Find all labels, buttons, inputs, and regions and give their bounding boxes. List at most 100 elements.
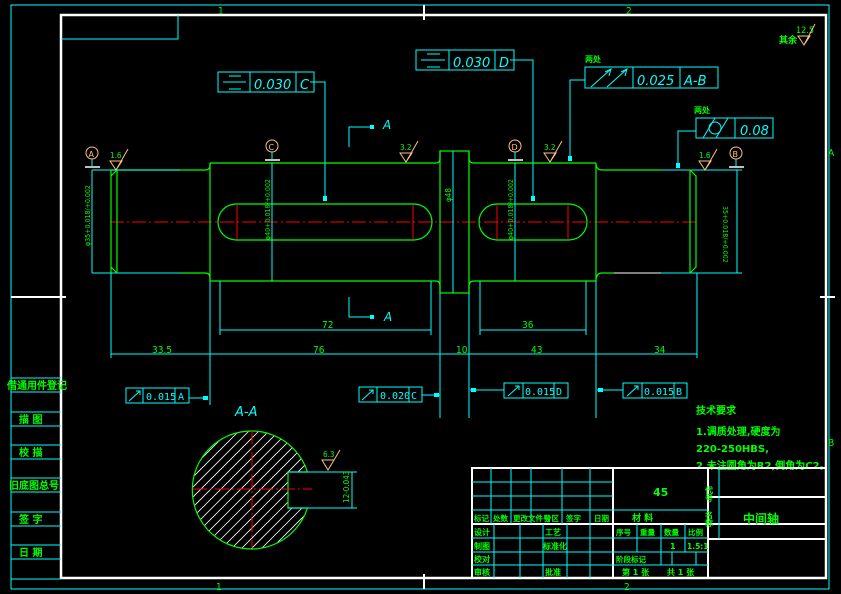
finish-keyway-value: 6.3 (323, 450, 334, 459)
keyway-left (217, 203, 433, 241)
fcf-runout-a-datum: A (178, 392, 184, 403)
fcf-cylindricity-value: 0.08 (740, 124, 769, 139)
props-quantity: 1 (670, 542, 676, 551)
props-header-scale: 比例 (688, 527, 703, 537)
title-block: 45 中间轴 材 料 代号 名称 标记 处数 更改文件号 分区 签字 日期 设计… (471, 467, 827, 579)
fcf-runout-d-value: 0.015 (525, 387, 555, 398)
section-marker-top: A (348, 118, 391, 147)
fcf-symmetry-c-datum: C (300, 78, 310, 93)
tech-req-title: 技术要求 (696, 404, 737, 417)
sign-row-review: 审核 (474, 567, 490, 577)
surface-finish-icon (698, 148, 718, 171)
left-registration-strip: 借通用件登记 描 图 校 描 旧底图总号 签 字 日 期 (6, 377, 67, 580)
left-strip-row-5: 签 字 (18, 513, 42, 526)
total-runout-icon (590, 68, 628, 88)
fcf-cylindricity-note: 两处 (694, 105, 711, 115)
surface-finish-icon (109, 148, 129, 171)
circular-runout-icon (626, 385, 639, 397)
sheet-number: 第 1 张 (622, 567, 650, 577)
section-marker-top-label: A (382, 118, 391, 132)
fcf-symmetry-d: 0.030 D (415, 49, 535, 201)
tech-req-line2: 220-250HBS, (696, 444, 769, 455)
surface-finish-icon (543, 140, 563, 163)
props-header-qty: 数量 (664, 527, 679, 537)
fcf-symmetry-c-value: 0.030 (254, 78, 291, 93)
rev-header-zone: 分区 (544, 513, 559, 523)
circular-runout-icon (361, 389, 374, 401)
finish-left-shoulder-value: 3.2 (400, 143, 411, 152)
fcf-runout-b-value: 0.015 (644, 387, 674, 398)
section-view-a-a: A-A (191, 405, 357, 550)
fcf-total-runout-ab: 两处 0.025 A-B (568, 54, 719, 161)
keyway-right (478, 203, 588, 241)
dim-keyway-depth: 12-0.043 (342, 471, 351, 503)
sign-row-approve: 批准 (545, 567, 561, 577)
section-title: A-A (234, 405, 257, 420)
sign-row-check: 校对 (474, 554, 490, 564)
section-marker-bottom: A (348, 297, 392, 324)
props-scale: 1.5:1 (687, 542, 709, 551)
section-hatching (192, 430, 308, 549)
general-finish-note: 其余 (779, 34, 798, 46)
dim-length-seg5: 34 (654, 345, 666, 356)
title-block-material: 45 (653, 486, 668, 499)
sign-row-process: 工艺 (545, 527, 561, 537)
fcf-runout-ab-datum: A-B (683, 74, 707, 89)
tech-requirements: 技术要求 1.调质处理,硬度为 220-250HBS, 2.未注圆角为R2,倒角… (696, 404, 830, 472)
props-header-weight: 重量 (640, 527, 655, 537)
dim-dia-collar: φ48 (444, 188, 453, 202)
symmetry-icon (421, 53, 445, 68)
dim-length-seg1: 33.5 (152, 345, 172, 356)
title-block-name-label: 名称 (705, 510, 714, 528)
datum-B-label: B (733, 150, 739, 159)
dim-dia-right-key: φ40+0.018/+0.002 (507, 179, 515, 240)
title-block-part-name: 中间轴 (743, 511, 779, 526)
fcf-runout-c-value: 0.020 (380, 391, 410, 402)
fcf-runout-a: 0.015 A (125, 387, 208, 404)
fcf-runout-a-value: 0.015 (146, 392, 176, 403)
surface-finish-icon (321, 449, 341, 471)
props-header-index: 序号 (616, 527, 631, 537)
symmetry-icon (223, 75, 246, 90)
shaft-collar (439, 150, 470, 294)
zone-marker-bottom-1: 1 (216, 582, 222, 593)
tech-req-line1: 1.调质处理,硬度为 (696, 425, 781, 438)
rev-header-doc: 更改文件号 (513, 513, 551, 523)
fcf-runout-d: 0.015 D (470, 382, 569, 399)
surface-finish-symbol-icon (797, 23, 816, 46)
fcf-runout-b-datum: B (676, 387, 682, 398)
circular-runout-icon (128, 390, 141, 402)
surface-finish-icon (399, 140, 419, 163)
rev-header-count: 处数 (492, 513, 508, 523)
stage-label: 阶段标记 (616, 554, 646, 564)
dim-length-seg4: 43 (531, 345, 542, 356)
dim-keyway-right: 36 (522, 320, 534, 331)
fcf-symmetry-c: 0.030 C (217, 71, 327, 201)
dim-dia-right-journal: 35+0.018/+0.002 (721, 206, 729, 263)
zone-marker-top-2: 2 (626, 6, 632, 17)
finish-right-journal: 1.6 (698, 148, 718, 171)
dim-keyway-left: 72 (322, 320, 333, 331)
fcf-runout-c-datum: C (411, 391, 417, 402)
dim-dia-left-journal: φ35+0.018/+0.002 (84, 185, 92, 246)
finish-left-journal: 1.6 (109, 148, 129, 171)
dim-length-seg2: 76 (313, 345, 325, 356)
circular-runout-icon (507, 385, 520, 397)
left-strip-row-4: 旧底图总号 (9, 479, 59, 492)
tech-req-line3: 2.未注圆角为R2,倒角为C2。 (696, 459, 830, 472)
zone-marker-top-1: 1 (218, 6, 224, 17)
dimension-lines (91, 151, 738, 418)
sheets-total: 共 1 张 (667, 567, 695, 577)
left-strip-row-2: 描 图 (19, 413, 42, 426)
code-box-top-left (61, 15, 179, 40)
left-strip-row-6: 日 期 (19, 546, 42, 559)
fcf-cylindricity: 两处 0.08 (676, 105, 774, 168)
zone-marker-right-B: B (828, 438, 834, 449)
sign-row-standard: 标准化 (542, 541, 567, 551)
finish-left-shoulder: 3.2 (399, 140, 419, 163)
datum-B: B (729, 146, 744, 168)
finish-left-journal-value: 1.6 (110, 151, 122, 160)
datum-A: A (85, 146, 100, 168)
rev-header-mark: 标记 (473, 513, 489, 523)
